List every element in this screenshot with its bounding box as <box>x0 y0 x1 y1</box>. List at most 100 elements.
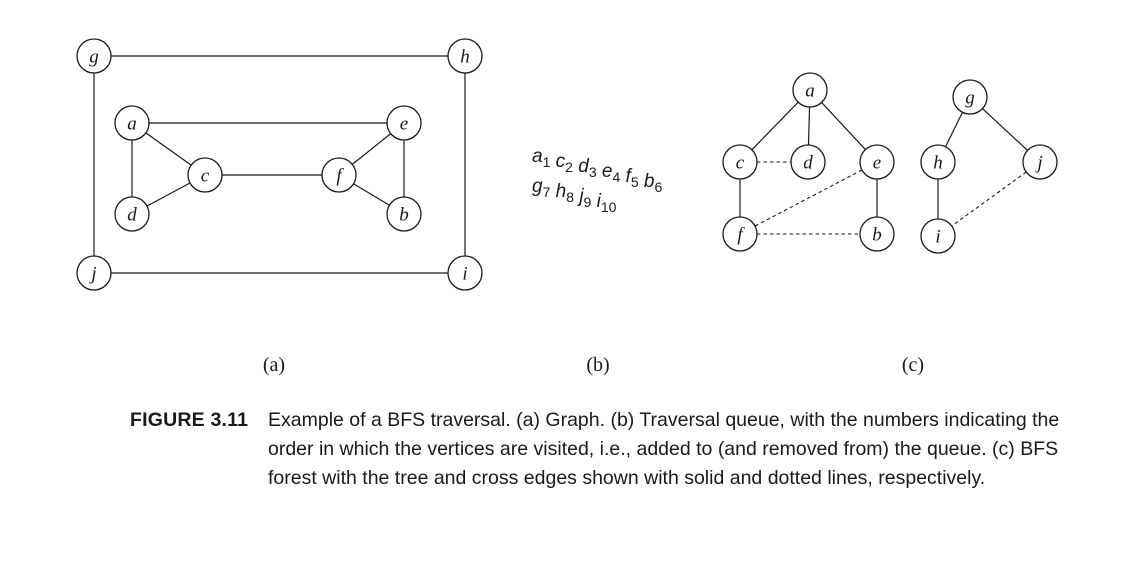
panel-label-c: (c) <box>902 354 924 376</box>
graph-node-circle-c <box>187 157 223 193</box>
forest-node-circle-i <box>920 218 956 254</box>
queue-vertex-b: b <box>644 171 655 192</box>
figure-caption: FIGURE 3.11 Example of a BFS traversal. … <box>130 406 1110 493</box>
tree-edge-a-e <box>821 102 866 150</box>
queue-order-8: 8 <box>566 189 574 205</box>
forest-node-label-d: d <box>803 153 813 174</box>
cross-edge-j-i <box>951 171 1027 227</box>
queue-order-2: 2 <box>565 159 573 175</box>
queue-order-4: 4 <box>612 169 620 185</box>
forest-node-circle-f <box>722 216 758 252</box>
forest-node-circle-e <box>859 144 895 180</box>
queue-line-2: g7 h8 j9 i10 <box>532 176 617 215</box>
queue-order-10: 10 <box>601 199 617 215</box>
graph-node-label-d: d <box>127 205 137 226</box>
tree-edge-g-h <box>944 111 964 148</box>
queue-order-3: 3 <box>589 164 597 180</box>
graph-node-circle-g <box>76 38 112 74</box>
forest-node-label-e: e <box>873 153 881 174</box>
graph-node-label-i: i <box>462 264 467 285</box>
graph-node-label-b: b <box>399 205 409 226</box>
graph-node-g: g <box>76 38 112 74</box>
forest-node-label-f: f <box>737 225 745 246</box>
graph-edge-f-b <box>353 183 390 206</box>
queue-vertex-j: j <box>576 186 584 207</box>
queue-vertex-a: a <box>532 146 543 167</box>
forest-node-circle-d <box>790 144 826 180</box>
graph-node-label-f: f <box>336 166 344 187</box>
graph-panel-a: g h a e c f d b j i <box>76 38 483 291</box>
forest-node-label-j: j <box>1034 153 1042 174</box>
forest-node-label-b: b <box>872 225 882 246</box>
forest-node-label-h: h <box>933 153 943 174</box>
graph-node-d: d <box>114 196 150 232</box>
forest-panel-c: a c d e f b g h j i <box>722 72 1058 254</box>
forest-node-circle-b <box>859 216 895 252</box>
graph-node-circle-e <box>386 105 422 141</box>
queue-vertex-g: g <box>532 176 543 197</box>
graph-node-label-g: g <box>89 47 99 68</box>
queue-order-6: 6 <box>654 179 662 195</box>
panel-label-b: (b) <box>586 354 609 376</box>
forest-node-circle-c <box>722 144 758 180</box>
graph-edge-e-f <box>351 133 392 165</box>
graph-node-j: j <box>76 255 112 291</box>
graph-node-circle-h <box>447 38 483 74</box>
queue-vertex-e: e <box>602 161 613 182</box>
graph-node-circle-d <box>114 196 150 232</box>
graph-node-circle-a <box>114 105 150 141</box>
graph-node-h: h <box>447 38 483 74</box>
graph-node-b: b <box>386 196 422 232</box>
queue-order-1: 1 <box>543 154 551 170</box>
graph-node-a: a <box>114 105 150 141</box>
forest-node-b: b <box>859 216 895 252</box>
cross-edge-e-f <box>754 169 863 227</box>
forest-node-a: a <box>792 72 828 108</box>
forest-node-circle-h <box>920 144 956 180</box>
forest-node-e: e <box>859 144 895 180</box>
graph-node-circle-i <box>447 255 483 291</box>
forest-node-h: h <box>920 144 956 180</box>
forest-node-label-i: i <box>935 227 940 248</box>
graph-node-i: i <box>447 255 483 291</box>
queue-order-9: 9 <box>584 194 592 210</box>
caption-text: Example of a BFS traversal. (a) Graph. (… <box>268 409 1060 489</box>
graph-node-circle-f <box>321 157 357 193</box>
queue-vertex-f: f <box>626 166 633 187</box>
graph-node-label-h: h <box>460 47 470 68</box>
queue-vertex-h: h <box>556 181 567 202</box>
forest-node-i: i <box>920 218 956 254</box>
graph-node-f: f <box>321 157 357 193</box>
queue-order-7: 7 <box>543 184 551 200</box>
forest-node-circle-g <box>952 79 988 115</box>
forest-node-d: d <box>790 144 826 180</box>
forest-node-circle-j <box>1022 144 1058 180</box>
forest-node-f: f <box>722 216 758 252</box>
graph-node-c: c <box>187 157 223 193</box>
graph-node-circle-b <box>386 196 422 232</box>
graph-edge-a-c <box>145 132 192 166</box>
forest-node-label-c: c <box>736 153 745 174</box>
graph-node-label-a: a <box>127 114 137 135</box>
queue-vertex-d: d <box>578 156 590 177</box>
forest-node-g: g <box>952 79 988 115</box>
graph-node-label-e: e <box>400 114 408 135</box>
queue-line-1: a1 c2 d3 e4 f5 b6 <box>532 146 662 195</box>
graph-node-e: e <box>386 105 422 141</box>
forest-node-c: c <box>722 144 758 180</box>
forest-node-label-a: a <box>805 81 815 102</box>
forest-node-j: j <box>1022 144 1058 180</box>
graph-node-circle-j <box>76 255 112 291</box>
graph-node-label-j: j <box>88 264 96 285</box>
queue-order-5: 5 <box>631 174 639 190</box>
graph-edge-c-d <box>146 182 191 207</box>
tree-edge-a-d <box>807 106 811 146</box>
tree-edge-a-c <box>751 101 799 151</box>
tree-edge-g-j <box>982 108 1028 151</box>
forest-node-circle-a <box>792 72 828 108</box>
graph-node-label-c: c <box>201 166 210 187</box>
queue-panel-b: a1 c2 d3 e4 f5 b6 g7 h8 j9 i10 <box>532 146 662 215</box>
forest-node-label-g: g <box>965 88 975 109</box>
